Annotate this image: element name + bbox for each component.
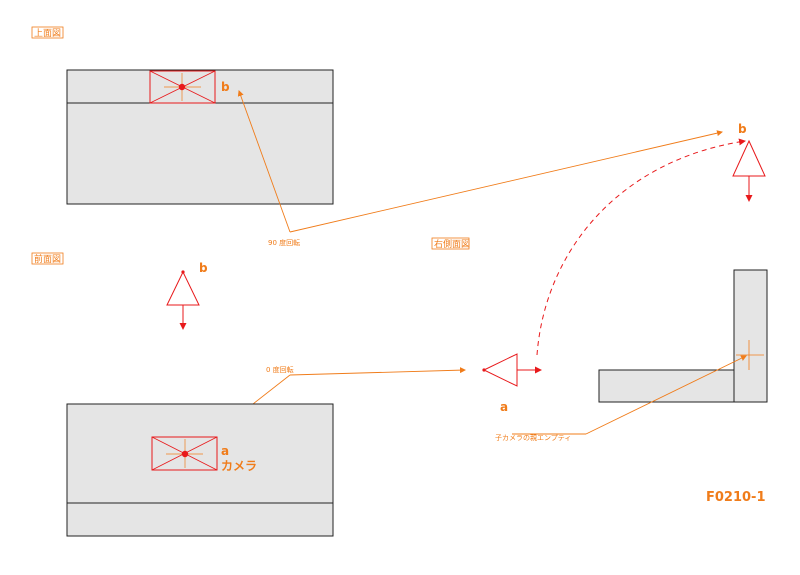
front-view-label: 前面図 [31,252,64,265]
svg-text:右側面図: 右側面図 [434,238,470,250]
rotation-arc [536,138,746,356]
parent-empty-label: 子カメラの親エンプティ [495,433,571,442]
right-b-triangle [732,139,766,202]
parent-empty-leader-arrow [585,355,747,435]
front-camera-symbol [151,436,218,471]
top-camera-symbol [149,70,216,104]
front-b-label: b [199,261,208,275]
top-b-label: b [221,80,230,94]
top-view-object [66,69,334,205]
rotate90-leader [237,90,723,233]
right-a-label: a [500,400,508,414]
front-b-triangle [166,270,200,330]
svg-text:前面図: 前面図 [34,253,61,265]
front-a-label: a [221,444,229,458]
rotate90-label: 90 度回転 [268,238,300,247]
rotate0-label: 0 度回転 [266,365,294,374]
figure-id: F0210-1 [706,490,766,505]
top-view-label: 上面図 [31,26,64,39]
right-view-object [598,269,768,403]
camera-label: カメラ [221,459,257,473]
right-b-label: b [738,122,747,136]
right-a-triangle [482,353,542,387]
right-view-label: 右側面図 [431,237,470,250]
parent-empty-cross [736,340,764,370]
svg-text:上面図: 上面図 [34,28,61,39]
